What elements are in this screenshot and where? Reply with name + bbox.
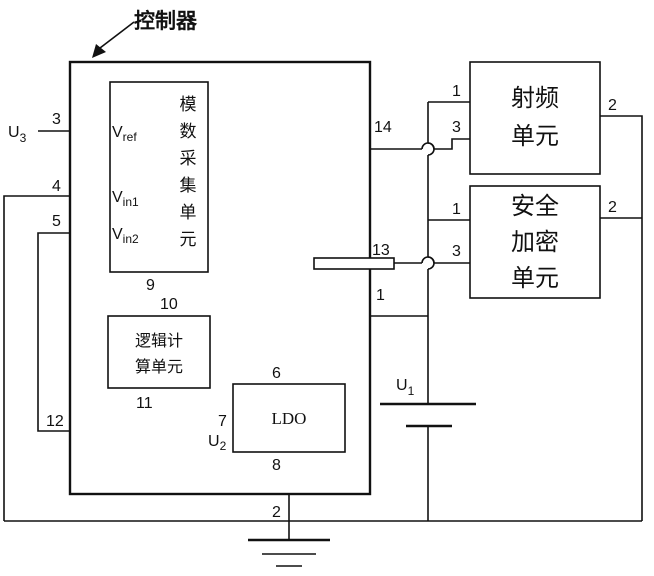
pin-2-ground: 2 (272, 504, 281, 521)
pin-7: 7 (218, 413, 227, 430)
pin-1-controller: 1 (376, 287, 385, 304)
adc-char-1: 模 (180, 95, 197, 115)
pin-6: 6 (272, 365, 281, 382)
logic-unit-label-line2: 算单元 (135, 357, 183, 376)
adc-char-6: 元 (180, 230, 197, 250)
rf-unit-label-line1: 射频 (511, 84, 559, 112)
adc-unit-label: 模 数 采 集 单 元 (180, 95, 197, 250)
u2-label: U2 (208, 433, 227, 453)
adc-char-3: 采 (180, 149, 197, 169)
u3-label: U3 (8, 124, 27, 145)
pin-12: 12 (46, 413, 64, 430)
pin-8: 8 (272, 457, 281, 474)
pin-3: 3 (52, 111, 61, 128)
rf-unit-label-line2: 单元 (511, 122, 559, 150)
ldo-box (232, 383, 346, 453)
adc-unit-box (109, 81, 209, 273)
vref-label: Vref (112, 124, 137, 144)
pin-10: 10 (160, 296, 178, 313)
rf-pin-2: 2 (608, 97, 617, 114)
vin1-label: Vin1 (112, 189, 139, 209)
security-pin-3: 3 (452, 243, 461, 260)
pin-14: 14 (374, 119, 392, 136)
logic-unit-box (107, 315, 211, 389)
pin-13: 13 (372, 242, 390, 259)
security-pin-2: 2 (608, 199, 617, 216)
u1-label: U1 (396, 377, 415, 398)
security-unit-label-line2: 加密 (511, 228, 559, 256)
adc-char-2: 数 (180, 122, 197, 142)
security-unit-label-line1: 安全 (511, 192, 559, 220)
title-pointer-line (99, 21, 135, 49)
pin-5: 5 (52, 213, 61, 230)
logic-unit-label-line1: 逻辑计 (135, 331, 183, 350)
pin-numbers: 3 4 5 9 10 11 12 7 6 8 2 14 13 1 1 3 2 1… (46, 83, 617, 521)
security-unit-label-line3: 单元 (511, 264, 559, 292)
controller-title: 控制器 (134, 9, 198, 33)
security-pin-1: 1 (452, 201, 461, 218)
pin-11: 11 (136, 395, 153, 412)
pin-4: 4 (52, 178, 61, 195)
pin-9: 9 (146, 277, 155, 294)
vin2-label: Vin2 (112, 226, 139, 246)
adc-char-4: 集 (180, 176, 197, 196)
pin13-connector (313, 257, 395, 270)
ldo-label: LDO (272, 409, 307, 428)
rf-pin-1: 1 (452, 83, 461, 100)
rf-unit-box (469, 61, 601, 175)
title-pointer-arrowhead (92, 44, 106, 58)
security-unit-box (469, 185, 601, 299)
adc-char-5: 单 (180, 203, 197, 223)
rf-pin-3: 3 (452, 119, 461, 136)
